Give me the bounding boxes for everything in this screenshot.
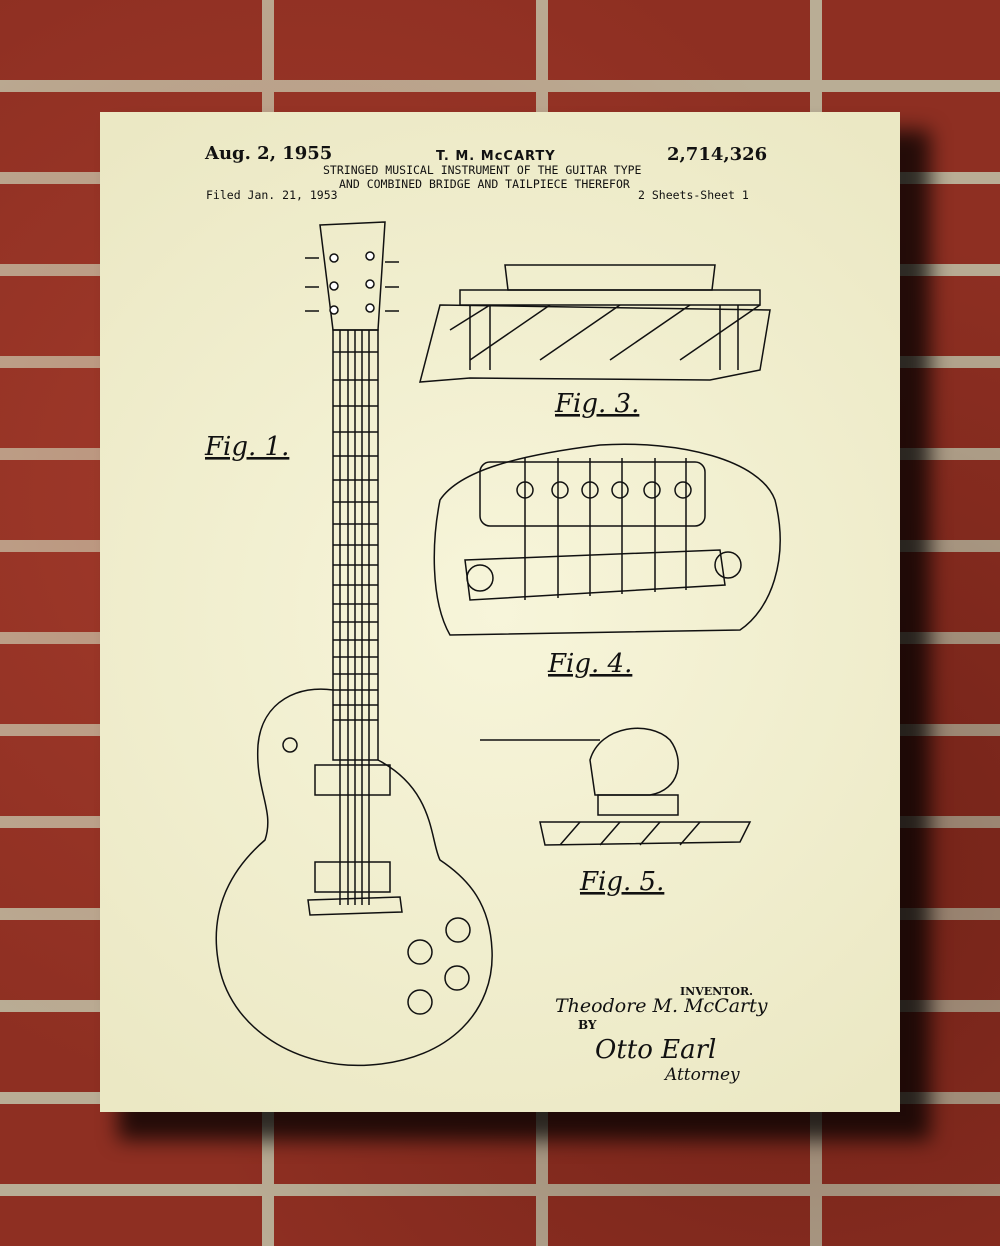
fig-1-label: Fig. 1. xyxy=(204,432,289,462)
bridge-fig3 xyxy=(419,264,771,383)
sheet-count: 2 Sheets-Sheet 1 xyxy=(638,188,749,202)
inventor-name: Theodore M. McCarty xyxy=(555,995,768,1017)
fig-4-label: Fig. 4. xyxy=(547,649,632,679)
title-line-2: AND COMBINED BRIDGE AND TAILPIECE THEREF… xyxy=(339,177,630,191)
title-line-1: STRINGED MUSICAL INSTRUMENT OF THE GUITA… xyxy=(323,163,642,177)
by-label: BY xyxy=(578,1018,597,1032)
fig-5-label: Fig. 5. xyxy=(579,867,664,897)
bridge-section-fig5 xyxy=(480,727,752,846)
patent-number: 2,714,326 xyxy=(667,144,768,165)
filed-date: Filed Jan. 21, 1953 xyxy=(206,188,338,202)
inventor-header: T. M. McCARTY xyxy=(436,149,556,164)
pickup-bridge-fig4 xyxy=(433,443,781,636)
attorney-label: Attorney xyxy=(665,1065,740,1085)
inventor-label: INVENTOR. xyxy=(680,985,753,998)
patent-poster xyxy=(100,112,900,1112)
fig-3-label: Fig. 3. xyxy=(554,389,639,419)
guitar-fig1 xyxy=(215,221,493,1067)
attorney-signature: Otto Earl xyxy=(595,1035,717,1065)
patent-date: Aug. 2, 1955 xyxy=(205,143,333,164)
